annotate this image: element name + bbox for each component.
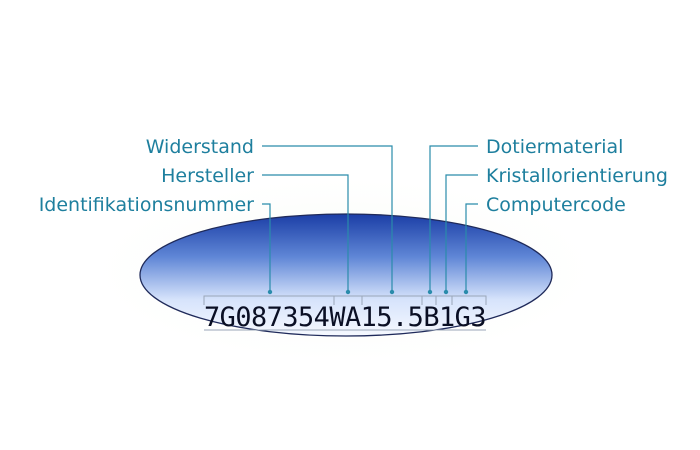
leader-dots: [267, 289, 469, 295]
leader-kristall: [445, 174, 478, 290]
leader-dotiermaterial: [429, 145, 478, 290]
label-computercode: Computercode: [486, 194, 626, 216]
leader-lines: [262, 145, 478, 290]
dot-hersteller: [345, 289, 351, 295]
segment-brackets: [203, 295, 487, 331]
dot-computercode: [463, 289, 469, 295]
bracket-computercode: [451, 295, 487, 305]
leader-widerstand: [262, 145, 393, 290]
dot-kristall: [443, 289, 449, 295]
label-hersteller: Hersteller: [161, 165, 254, 187]
dot-dotiermaterial: [427, 289, 433, 295]
label-widerstand: Widerstand: [146, 136, 254, 158]
leader-hersteller: [262, 174, 349, 290]
wafer-disc: [139, 213, 553, 337]
dot-identifikation: [267, 289, 273, 295]
label-kristallorientierung: Kristallorientierung: [486, 165, 668, 187]
wafer-code: 7G087354WA15.5B1G3: [204, 302, 486, 333]
leader-identifikation: [262, 203, 271, 290]
label-identifikationsnummer: Identifikationsnummer: [39, 194, 254, 216]
dot-widerstand: [389, 289, 395, 295]
label-dotiermaterial: Dotiermaterial: [486, 136, 623, 158]
leader-computercode: [465, 203, 478, 290]
